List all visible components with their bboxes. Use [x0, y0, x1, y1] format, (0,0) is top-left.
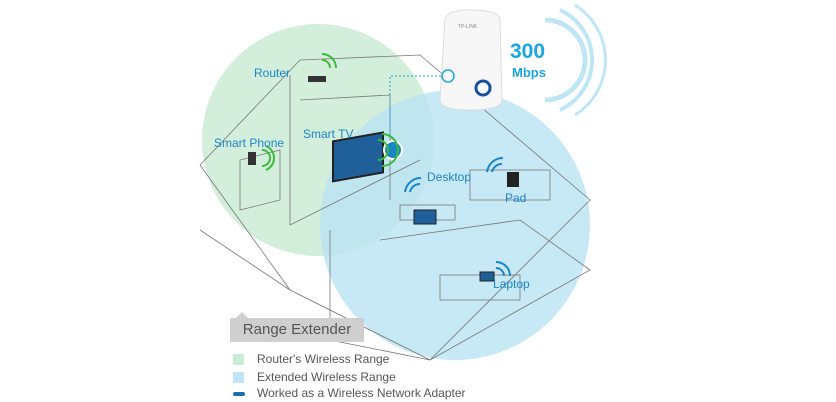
laptop-icon	[479, 271, 495, 282]
wifi-signal-icons	[261, 53, 399, 171]
legend-label: Router's Wireless Range	[257, 352, 390, 366]
device-brand: TP-LINK	[458, 24, 478, 30]
desktop-label: Desktop	[427, 170, 472, 184]
smart-phone-icon	[248, 152, 256, 165]
legend-label: Worked as a Wireless Network Adapter	[257, 386, 466, 400]
title-pointer	[236, 312, 248, 318]
desktop-icon	[413, 209, 437, 225]
legend-swatch	[233, 372, 244, 383]
smart-tv-label: Smart TV	[303, 127, 354, 141]
wifi-signal-icons-blue	[404, 156, 511, 277]
diagram-title: Range Extender	[230, 318, 364, 342]
smart-tv-icon	[332, 131, 403, 183]
pad-label: Pad	[505, 191, 527, 205]
legend-label: Extended Wireless Range	[257, 370, 396, 384]
legend-swatch	[233, 354, 244, 365]
speed-unit: Mbps	[512, 65, 546, 80]
wifi-waves-icon	[544, 3, 607, 117]
range-extender-device	[439, 9, 503, 111]
pad-icon	[507, 172, 519, 187]
floor-plan	[199, 54, 591, 361]
router-icon	[308, 76, 326, 82]
router-label: Router	[254, 66, 291, 80]
legend-swatch	[233, 392, 245, 396]
laptop-label: Laptop	[493, 277, 530, 291]
smart-phone-label: Smart Phone	[214, 136, 285, 150]
speed-value: 300	[510, 40, 546, 63]
